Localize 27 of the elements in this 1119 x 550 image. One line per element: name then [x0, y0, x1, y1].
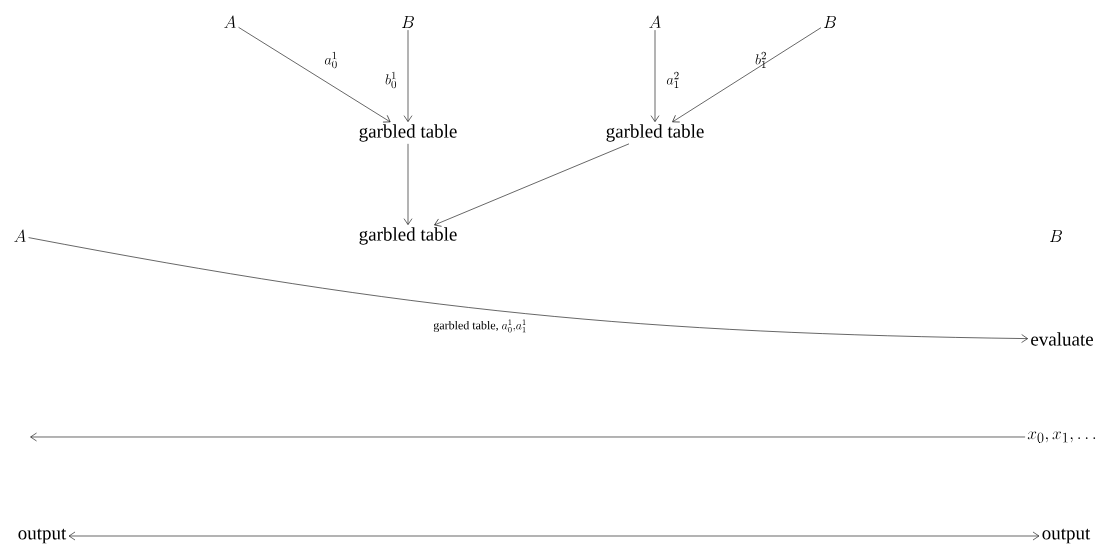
- node-label: output: [1042, 528, 1091, 544]
- edge-label: $b_1^2$: [755, 51, 766, 68]
- arrow: [650, 29, 660, 122]
- variable-label: $A$: [649, 15, 661, 28]
- arrow: [403, 29, 413, 122]
- arrow: [672, 27, 822, 123]
- node-label: evaluate: [1031, 332, 1093, 346]
- arrow: [68, 531, 1040, 541]
- node-label: garbled table: [359, 124, 457, 142]
- variable-label: $A$: [224, 15, 236, 28]
- arrow: [30, 432, 1026, 442]
- edge-label: $a_1^2$: [666, 71, 679, 88]
- edge-label: $b_0^1$: [385, 71, 397, 89]
- arrow: [238, 27, 391, 123]
- edge-label: $\mbox{garbled table, }a_0^1{,}a_1^1$: [433, 319, 526, 333]
- node-label: output: [18, 528, 67, 544]
- variable-label: $B$: [402, 16, 414, 28]
- edge-label: $a_0^1$: [324, 51, 337, 69]
- variable-label: $B$: [824, 16, 836, 28]
- arrow: [403, 143, 413, 225]
- variable-label: $B$: [1050, 230, 1062, 242]
- variable-label: $x_0, x_1, \ldots$: [1027, 431, 1096, 443]
- node-label: garbled table: [606, 124, 704, 142]
- node-label: garbled table: [359, 227, 457, 245]
- arrow: [28, 237, 1028, 343]
- variable-label: $A$: [14, 229, 26, 242]
- arrow: [434, 143, 630, 227]
